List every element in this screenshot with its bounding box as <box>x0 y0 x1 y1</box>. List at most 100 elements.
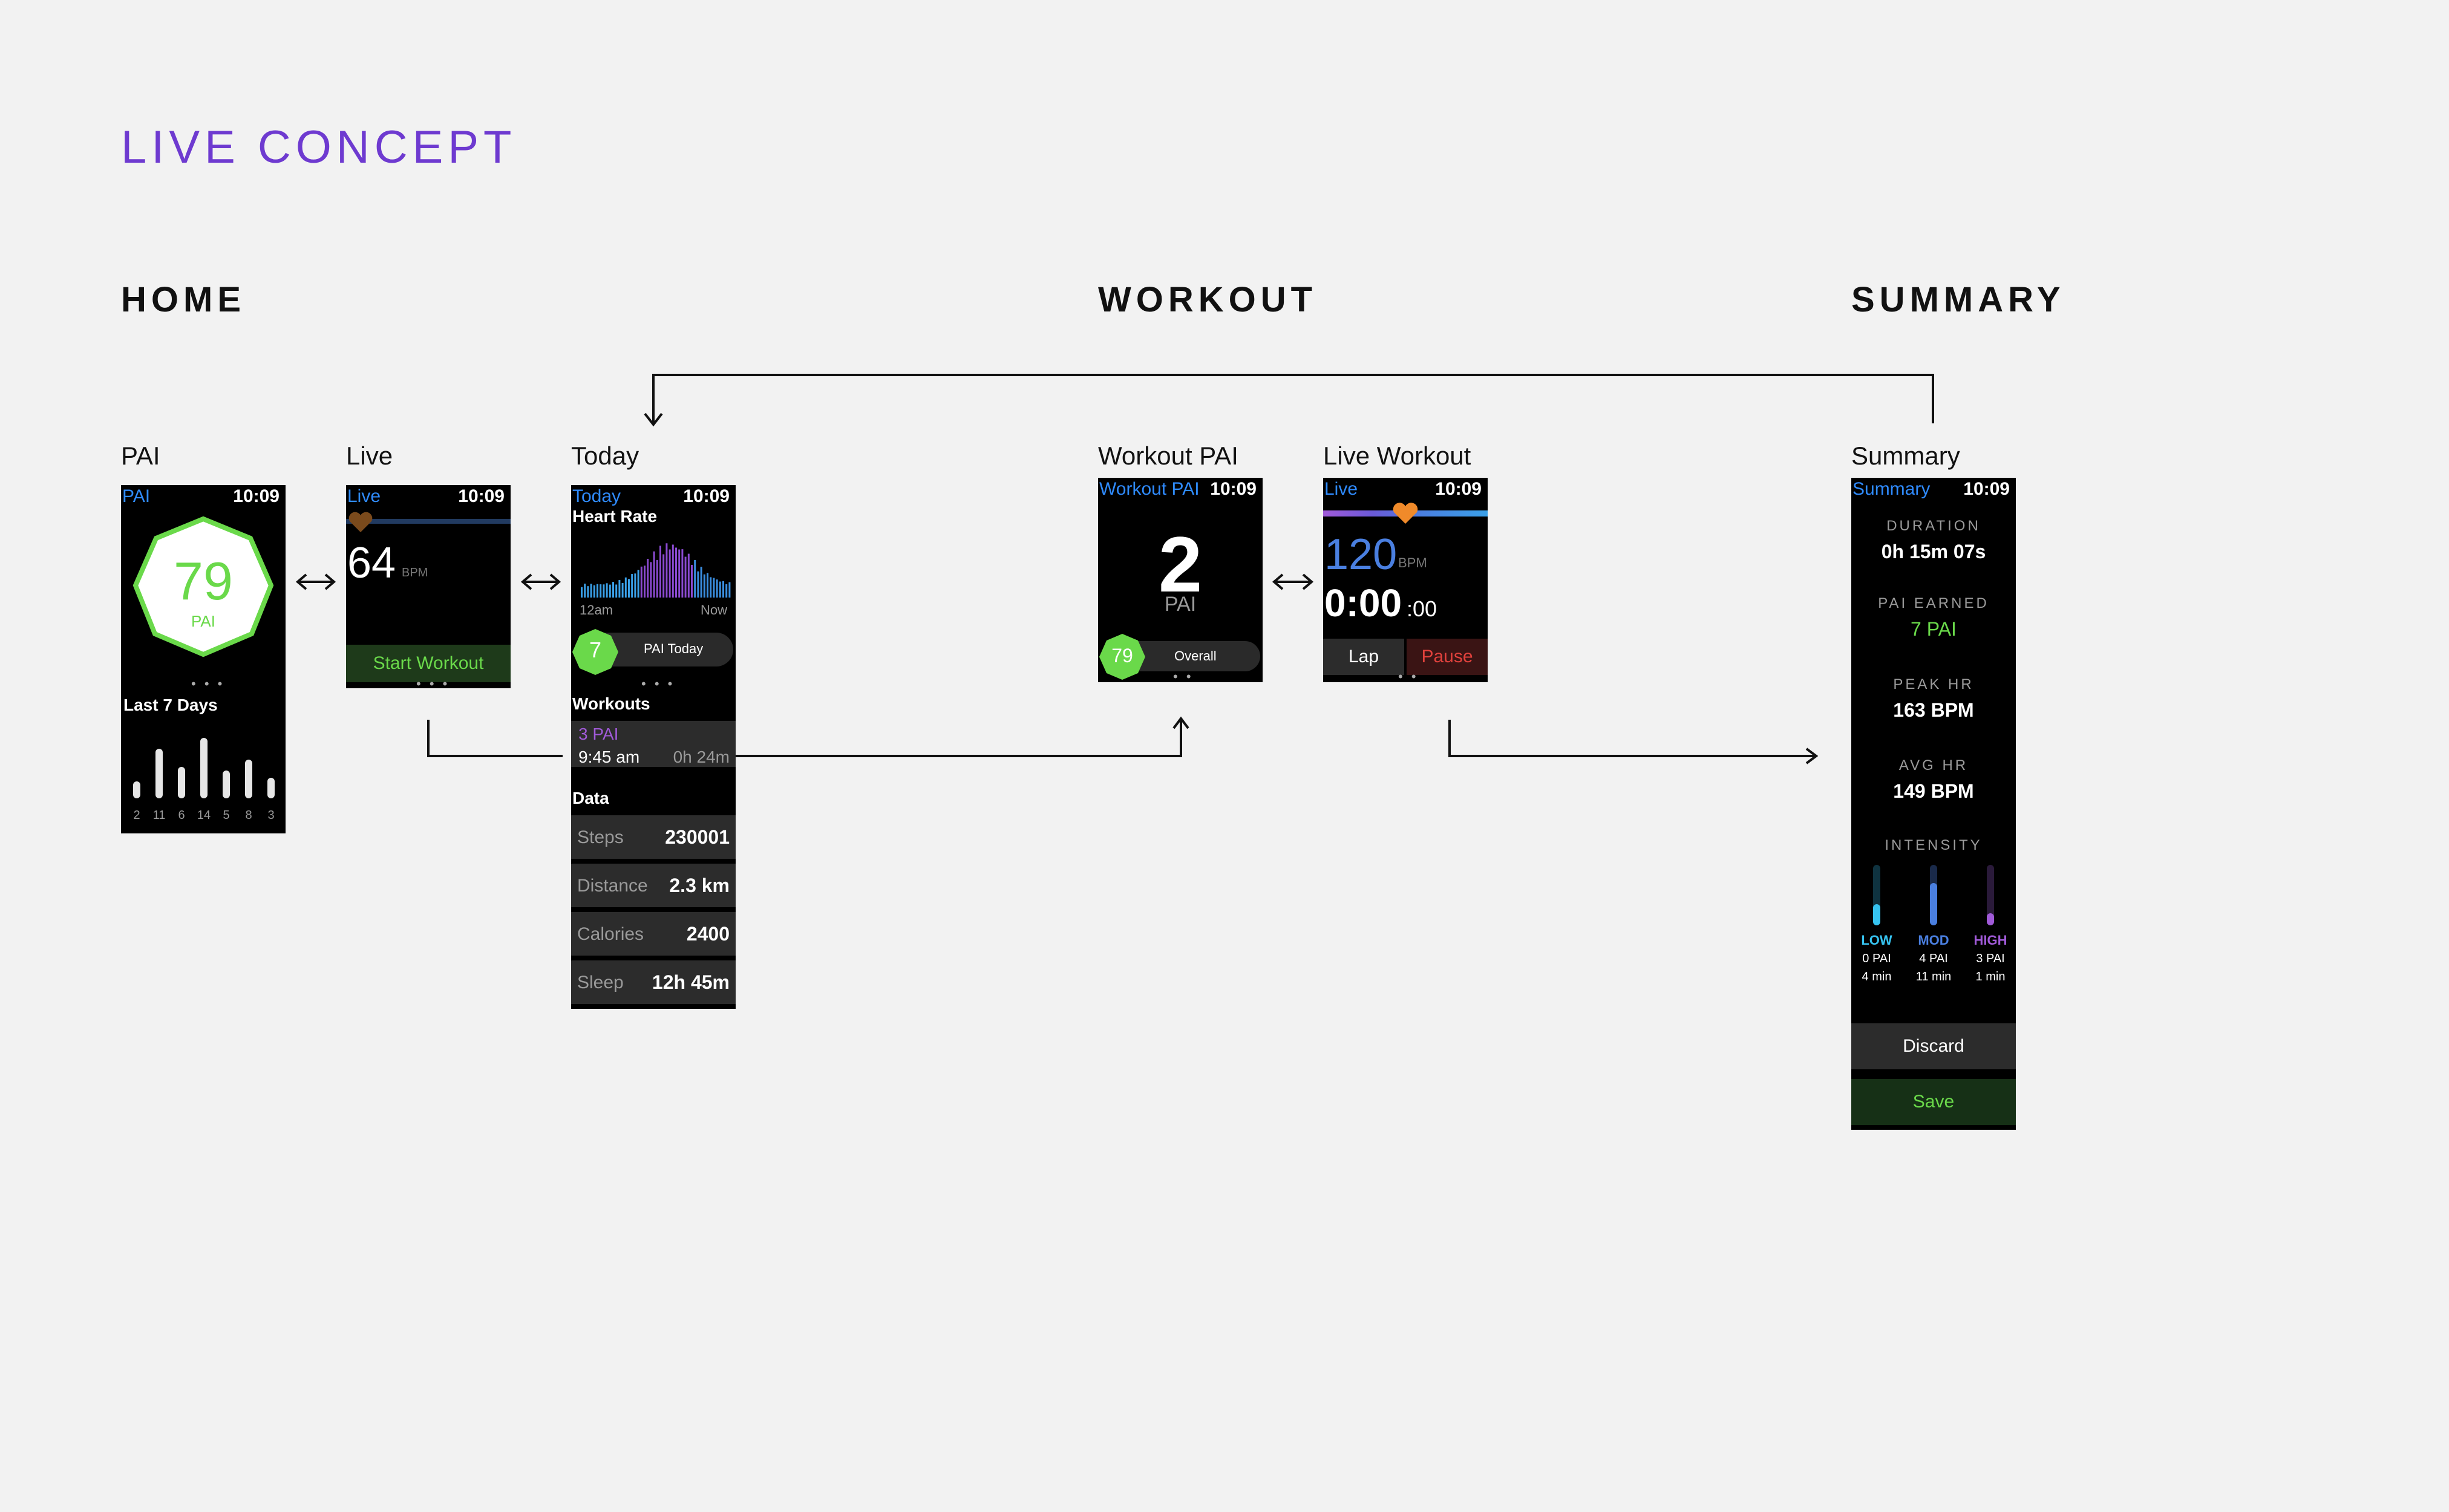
heart-rate-chart <box>581 543 731 598</box>
workout-pai: 3 PAI <box>578 725 619 743</box>
workout-timer-seconds: :00 <box>1407 596 1437 621</box>
arrow-to-workout-pai <box>735 720 1182 757</box>
hr-bar <box>716 579 718 598</box>
hr-bar <box>631 574 633 598</box>
hr-bar <box>707 573 708 598</box>
day-bar-label: 14 <box>197 809 211 822</box>
page-indicator: • • • <box>641 676 675 691</box>
label-today: Today <box>571 442 639 470</box>
section-workout: WORKOUT <box>1098 280 1318 319</box>
hr-bar <box>618 580 621 598</box>
overall-value: 79 <box>1111 645 1133 666</box>
label-live-workout: Live Workout <box>1323 442 1471 470</box>
hr-bar <box>647 558 649 598</box>
day-bar-label: 3 <box>267 809 274 822</box>
pai-score: 79 <box>174 551 233 611</box>
hr-bar <box>621 582 624 598</box>
hr-bar <box>644 565 646 598</box>
watch-clock: 10:09 <box>1435 479 1482 499</box>
label-summary: Summary <box>1851 442 1960 470</box>
intensity-mod-time: 11 min <box>1915 970 1952 983</box>
day-bar-label: 5 <box>223 809 229 822</box>
last-7-days-label: Last 7 Days <box>123 696 218 714</box>
live-workout-bpm-unit: BPM <box>1398 555 1427 570</box>
pai-today-label: PAI Today <box>644 641 704 656</box>
data-row-distance: Distance 2.3 km <box>571 864 736 907</box>
hr-bar <box>697 571 699 598</box>
watch-title: Live <box>1324 479 1358 499</box>
hr-bar <box>600 584 602 598</box>
intensity-track-mod <box>1930 865 1937 925</box>
hr-bar <box>597 584 598 598</box>
axis-start-label: 12am <box>580 602 613 618</box>
peak-hr-value: 163 BPM <box>1893 699 1974 721</box>
heart-rate-label: Heart Rate <box>572 507 658 526</box>
workout-row[interactable]: 3 PAI 9:45 am 0h 24m <box>571 721 736 767</box>
watch-workout-pai: Workout PAI 10:09 2 PAI 79 Overall • • <box>1098 478 1263 682</box>
day-bar <box>178 767 185 798</box>
intensity-label: INTENSITY <box>1885 837 1983 853</box>
intensity-high-pai: 3 PAI <box>1976 952 2005 965</box>
hr-bar <box>656 560 658 598</box>
hr-bar <box>590 584 592 598</box>
workout-pai-value: 2 <box>1158 520 1203 608</box>
hr-zone-bar <box>346 519 511 524</box>
hr-bar <box>681 549 684 598</box>
arrowhead-workout-pai <box>1172 716 1189 729</box>
hr-bar <box>710 577 712 598</box>
hr-bar <box>687 553 690 598</box>
watch-today: Today 10:09 Heart Rate 12am Now 7 PAI To… <box>571 485 736 1009</box>
hr-bar <box>675 547 677 598</box>
day-bar <box>267 778 275 798</box>
data-value: 2400 <box>686 923 730 945</box>
arrow-live-today <box>520 573 561 590</box>
hr-bar <box>581 587 583 598</box>
pause-button[interactable]: Pause <box>1407 639 1488 675</box>
watch-title: Summary <box>1852 479 1931 499</box>
page-indicator: • • • <box>416 676 450 688</box>
hr-bar <box>665 543 668 598</box>
arrow-workoutpai-liveworkout <box>1272 573 1314 590</box>
workout-duration: 0h 24m <box>673 748 730 766</box>
page-title: LIVE CONCEPT <box>121 122 517 173</box>
data-key: Distance <box>577 876 648 896</box>
data-label: Data <box>572 789 609 807</box>
day-bar <box>200 738 208 798</box>
hr-bar <box>587 586 589 598</box>
data-key: Sleep <box>577 973 624 992</box>
heart-icon <box>348 512 373 532</box>
day-bar-label: 6 <box>178 809 185 822</box>
hr-bar <box>593 585 595 598</box>
watch-title: Live <box>347 486 381 506</box>
discard-button[interactable]: Discard <box>1851 1023 2016 1069</box>
section-home: HOME <box>121 280 246 319</box>
workout-timer: 0:00 <box>1324 581 1402 625</box>
hr-bar <box>603 584 605 598</box>
watch-clock: 10:09 <box>458 486 505 506</box>
hr-bar <box>728 582 731 598</box>
hr-bar <box>669 549 671 598</box>
intensity-high-time: 1 min <box>1975 970 2006 983</box>
day-bar <box>245 760 252 798</box>
arrowhead-today <box>644 412 663 427</box>
watch-title: PAI <box>122 486 151 506</box>
pai-today-value: 7 <box>589 637 602 662</box>
hr-bar <box>691 564 693 598</box>
hr-bar <box>700 567 702 598</box>
workout-time: 9:45 am <box>578 748 640 766</box>
label-pai: PAI <box>121 442 160 470</box>
data-value: 2.3 km <box>669 875 730 896</box>
start-workout-button[interactable]: Start Workout <box>346 645 511 682</box>
save-button[interactable]: Save <box>1851 1079 2016 1125</box>
intensity-fill-mod <box>1930 883 1937 925</box>
day-bar <box>133 781 140 798</box>
arrowhead-summary <box>1805 748 1819 764</box>
watch-clock: 10:09 <box>1210 479 1257 499</box>
live-workout-bpm: 120 <box>1324 530 1398 579</box>
lap-button[interactable]: Lap <box>1323 639 1404 675</box>
page-indicator: • • <box>1398 669 1419 682</box>
duration-label: DURATION <box>1886 518 1981 534</box>
data-row-sleep: Sleep 12h 45m <box>571 960 736 1004</box>
heart-icon <box>1393 503 1418 524</box>
